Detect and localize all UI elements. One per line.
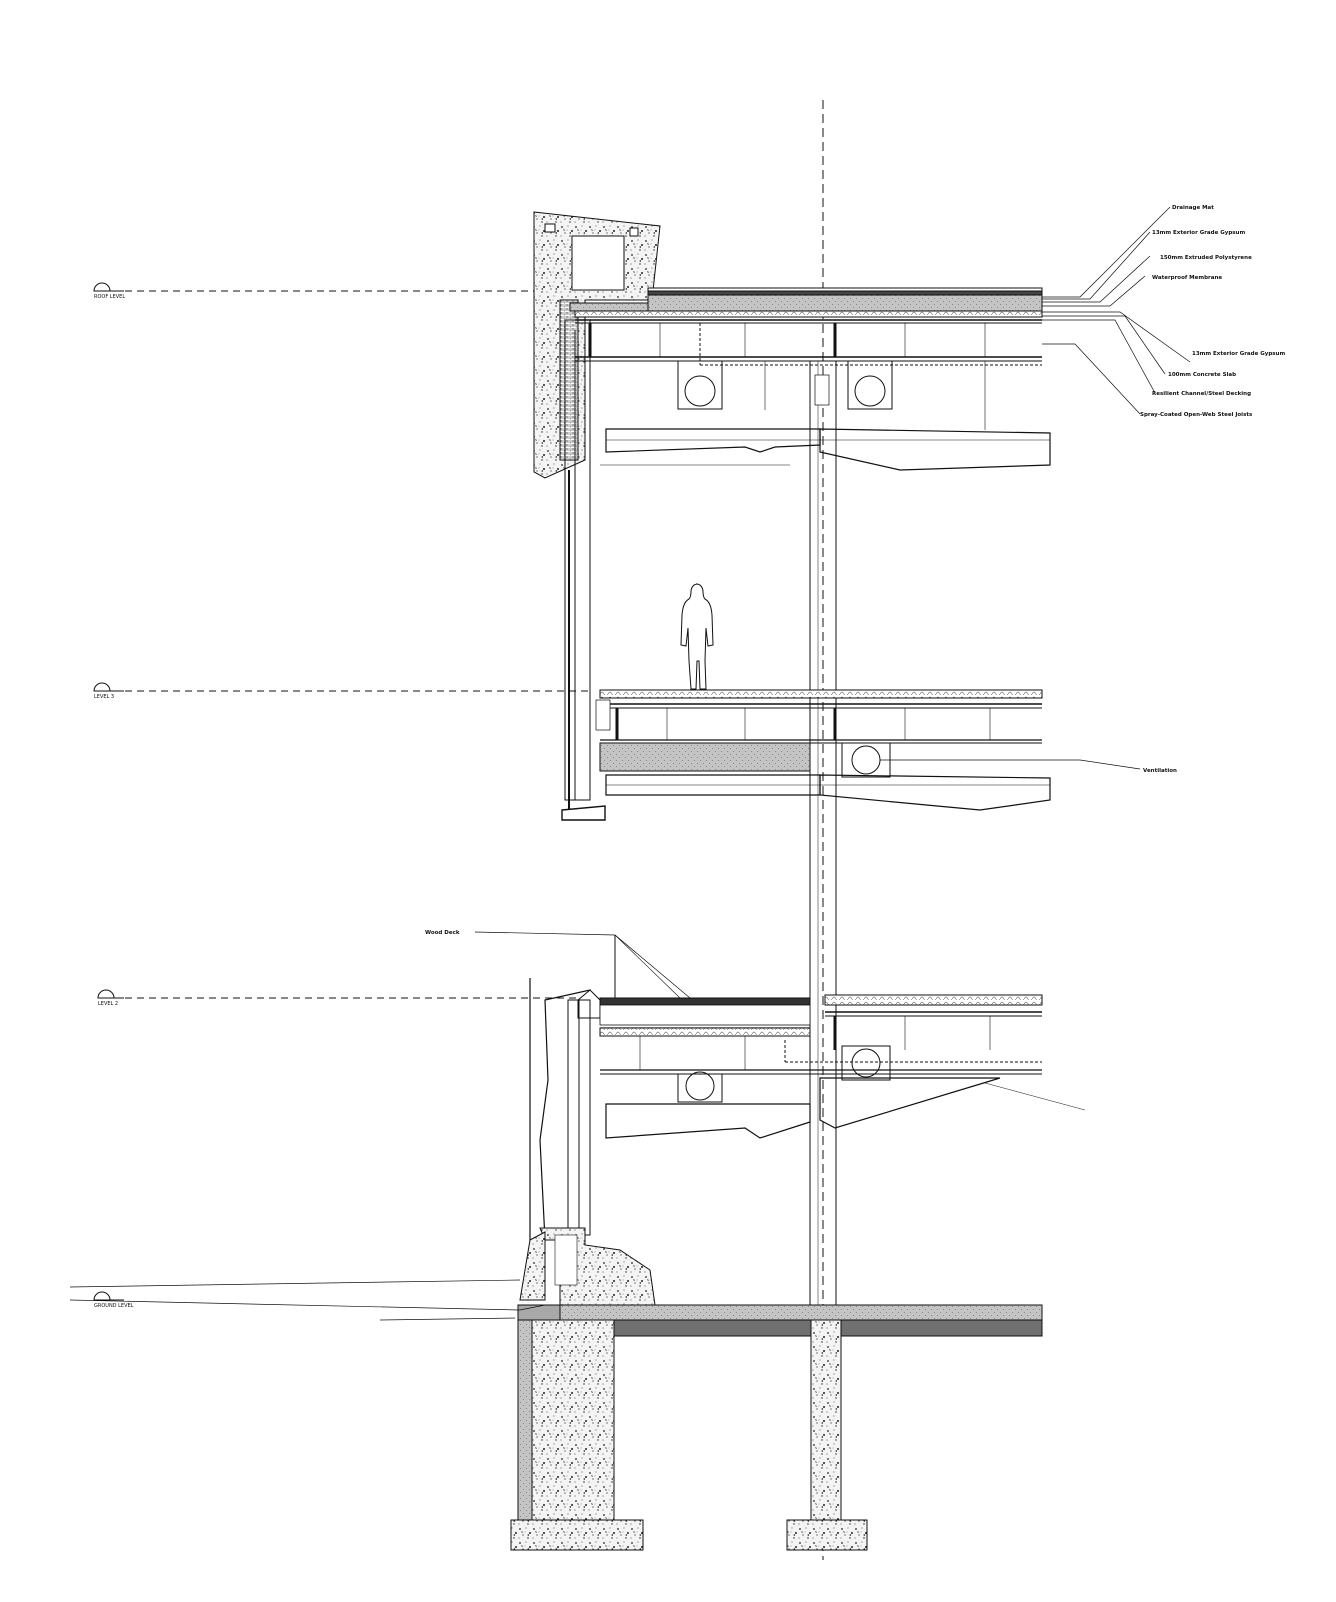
level-labels: ROOF LEVEL LEVEL 3 LEVEL 2 GROUND LEVEL (94, 294, 134, 1309)
duct-circle (684, 375, 716, 407)
column-pier (810, 1319, 842, 1521)
label-joists: Spray-Coated Open-Web Steel Joists (1140, 412, 1253, 418)
level3-soffit (599, 742, 811, 772)
ventilation-duct (851, 745, 881, 775)
exterior-wall-upper (564, 319, 591, 801)
slab-on-grade (559, 1304, 1043, 1321)
label-membrane: Waterproof Membrane (1152, 275, 1222, 281)
level-label-3: LEVEL 3 (94, 694, 114, 700)
label-wood-deck: Wood Deck (425, 930, 460, 936)
level2-slab (824, 994, 1043, 1006)
label-drainage-mat: Drainage Mat (1172, 205, 1214, 211)
concrete-slab-layer (574, 310, 1043, 318)
label-gypsum-bottom: 13mm Exterior Grade Gypsum (1192, 351, 1285, 357)
footing (510, 1519, 644, 1551)
label-ventilation: Ventilation (1143, 768, 1177, 774)
foundation-pier (531, 1319, 615, 1521)
label-channel-decking: Resilient Channel/Steel Decking (1152, 391, 1251, 397)
wood-deck (599, 997, 811, 1006)
duct-roof-1 (677, 360, 723, 410)
level3-slab (599, 689, 1043, 699)
label-concrete-slab: 100mm Concrete Slab (1168, 372, 1236, 378)
parapet-opening (571, 235, 625, 291)
level-marker-ground (93, 1291, 124, 1301)
level-marker-roof (93, 282, 124, 292)
label-polystyrene: 150mm Extruded Polystyrene (1160, 255, 1252, 261)
level-marker-2 (97, 989, 124, 999)
gypsum-layer (647, 290, 1043, 296)
human-scale-figure (680, 583, 714, 690)
leader-lines (474, 206, 1191, 999)
level-label-2: LEVEL 2 (98, 1001, 118, 1007)
polystyrene-layer (647, 294, 1043, 312)
label-gypsum-top: 13mm Exterior Grade Gypsum (1152, 230, 1245, 236)
level-label-ground: GROUND LEVEL (94, 1303, 134, 1309)
level-marker-3 (93, 682, 124, 692)
column-footing (786, 1519, 868, 1551)
level-label-roof: ROOF LEVEL (94, 294, 125, 300)
annotation-labels: Drainage Mat 13mm Exterior Grade Gypsum … (425, 205, 1285, 936)
